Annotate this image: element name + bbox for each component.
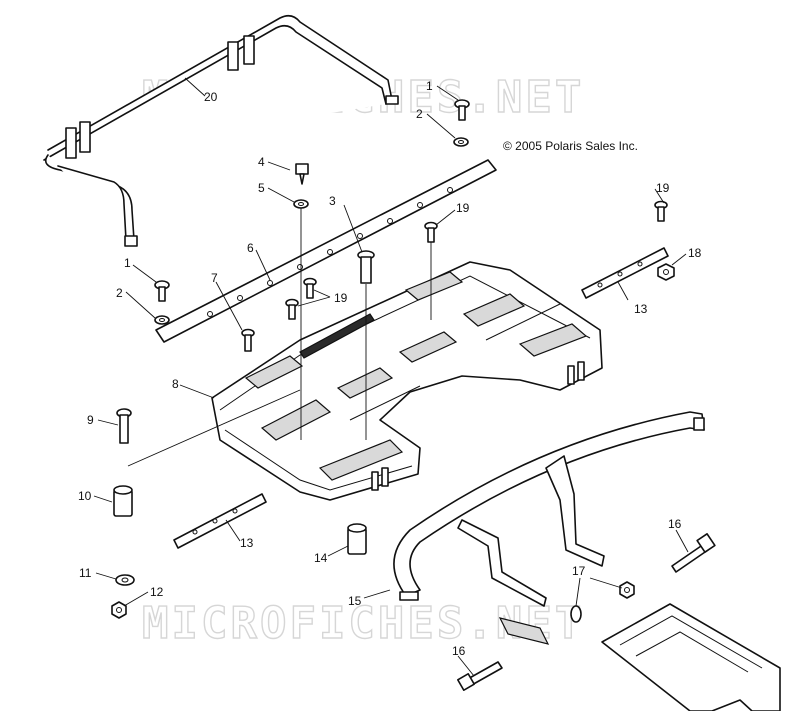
rack-platform-part-8 [211,261,603,501]
washer-part-5 [293,199,309,209]
rail-upper-part-20 [43,14,399,247]
callout-2-upper: 2 [416,107,423,121]
callout-6: 6 [247,241,254,255]
nut-part-17 [619,581,635,599]
spacer-part-10 [113,485,133,517]
callout-17: 17 [572,564,586,578]
washer-part-2-lower [154,315,170,325]
callout-11: 11 [79,566,92,580]
washer-part-17 [570,605,582,623]
nut-part-12 [111,601,127,619]
washer-part-2-upper [453,137,469,147]
callout-19-center: 19 [456,201,470,215]
rail-lower-part-15 [393,411,705,607]
bolt-part-19-group [285,277,317,320]
spacer-part-14 [347,523,367,555]
callout-12: 12 [150,585,164,599]
strip-part-13-right [581,247,669,299]
bolt-part-9 [116,408,132,444]
callout-8: 8 [172,377,179,391]
bolt-part-1-lower [154,280,170,302]
callout-16-right: 16 [668,517,682,531]
bolt-part-7 [241,328,255,352]
frame-structure [498,603,781,711]
bolt-part-19-center [424,221,438,243]
callout-5: 5 [258,181,265,195]
bolt-part-16-right [671,533,716,573]
callout-3: 3 [329,194,336,208]
callout-19-group: 19 [334,291,348,305]
callout-4: 4 [258,155,265,169]
callout-19-right: 19 [656,181,670,195]
callout-1-upper: 1 [426,79,433,93]
bolt-part-1-upper [454,99,470,121]
callout-16-bottom: 16 [452,644,466,658]
callout-13-left: 13 [240,536,254,550]
callout-9: 9 [87,413,94,427]
callout-2-lower: 2 [116,286,123,300]
callout-numbers: 20 1 2 4 5 3 19 19 6 1 2 7 19 18 13 8 9 … [78,79,702,658]
bolt-part-16-bottom [457,661,503,691]
callout-10: 10 [78,489,92,503]
callout-1-lower: 1 [124,256,131,270]
callout-13-right: 13 [634,302,648,316]
bolt-part-3 [357,250,375,284]
strip-part-6 [155,159,497,343]
callout-7: 7 [211,271,218,285]
bolt-part-19-right [654,200,668,222]
copyright-text: © 2005 Polaris Sales Inc. [503,139,638,153]
callout-18: 18 [688,246,702,260]
fastener-part-4 [295,163,309,185]
leader-lines [93,77,689,677]
washer-part-11 [115,574,135,586]
callout-20: 20 [204,90,218,104]
nut-part-18 [657,263,675,281]
strip-part-13-left [173,493,267,549]
callout-15: 15 [348,594,362,608]
callout-14: 14 [314,551,328,565]
